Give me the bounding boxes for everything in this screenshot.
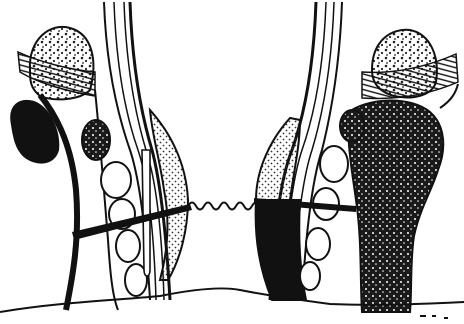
right-dash-marks [420,316,448,318]
right-oval-chain [300,110,364,290]
right-dark-block [256,200,306,300]
left-rod [142,150,150,276]
left-half [11,2,192,310]
right-half [254,2,458,318]
